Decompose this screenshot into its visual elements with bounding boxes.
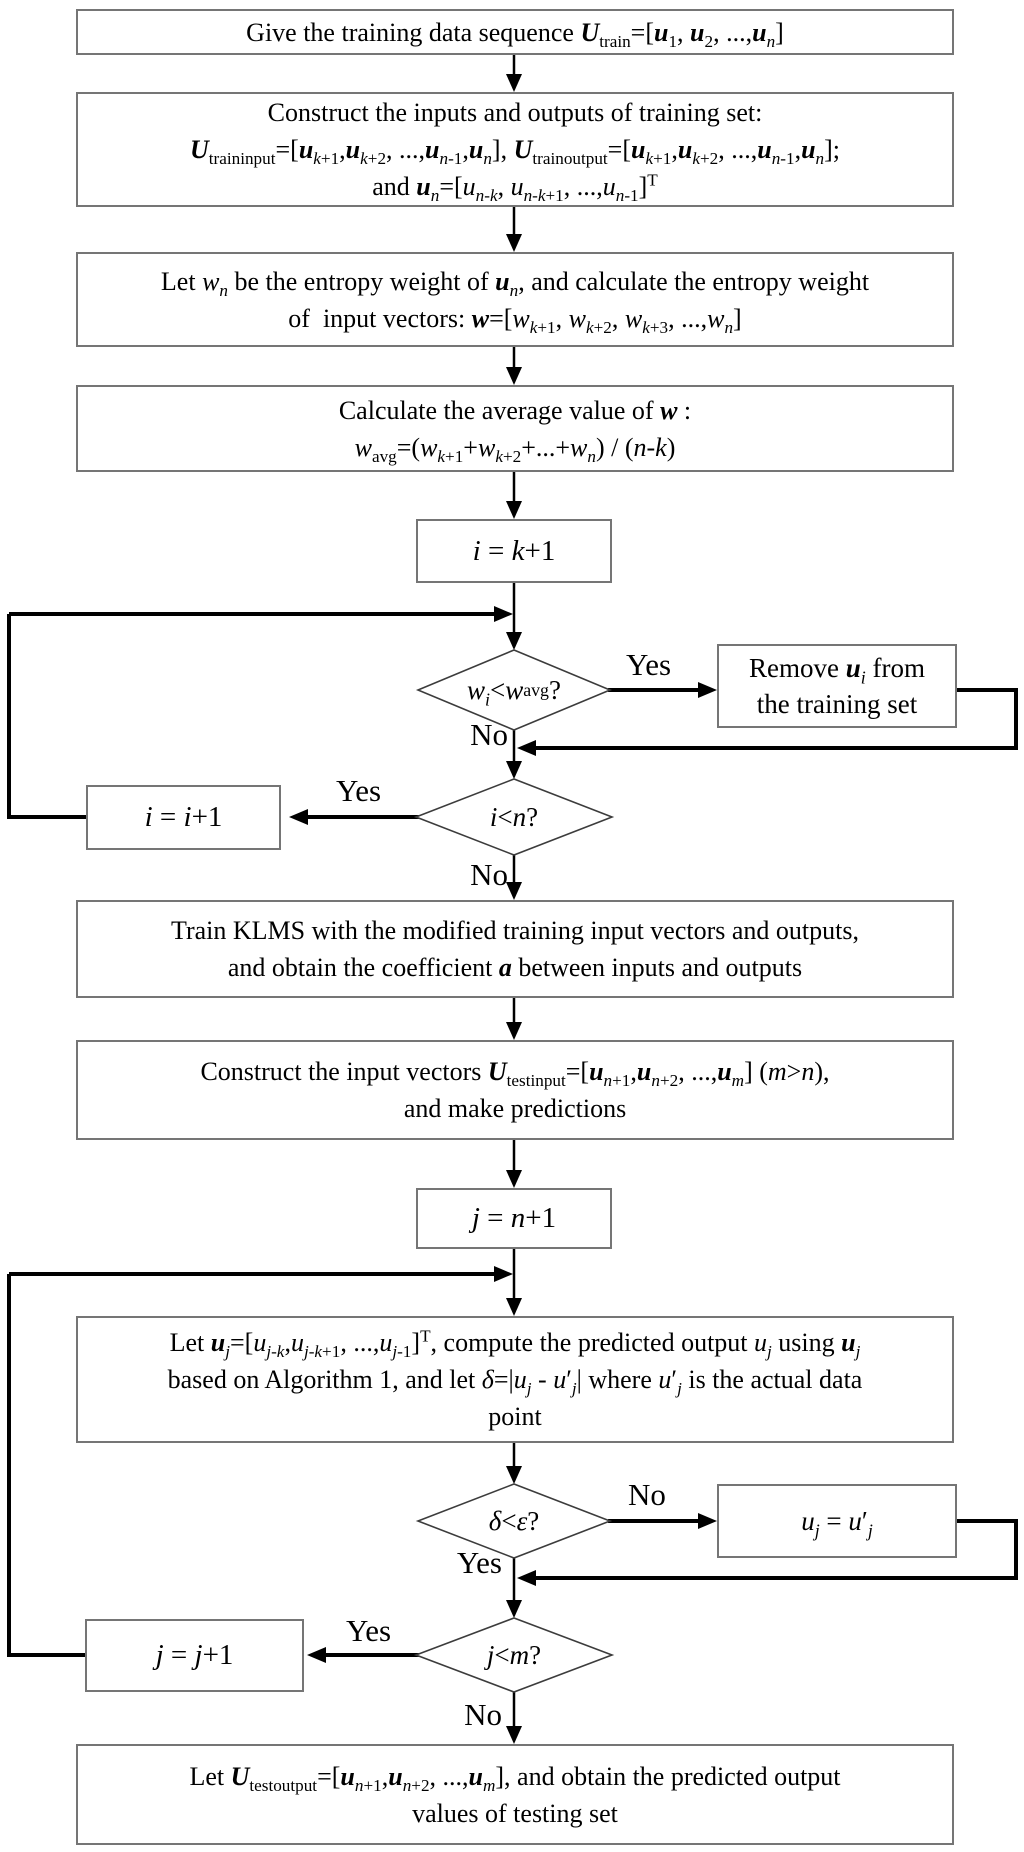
decision-i-diamond [413,778,615,856]
text-line: and make predictions [403,1094,627,1123]
text-line: based on Algorithm 1, and let δ=|uj - u′… [167,1365,863,1399]
decision-weight-diamond [415,649,613,731]
edge-label-no-delta: No [628,1477,666,1512]
decision-j-label: j < m ? [486,1639,542,1670]
text-line: Utraininput=[uk+1,uk+2, ...,un-1,un], Ut… [189,135,840,169]
process-increment-j: j = j+1 [85,1619,304,1692]
process-init-i: i = k+1 [416,519,612,583]
process-test-output: Let Utestoutput=[un+1,un+2, ...,um], and… [76,1744,954,1845]
text-line: the training set [756,689,918,719]
decision-delta-diamond [415,1483,613,1559]
text-line: point [488,1402,542,1431]
down-arrowheads [506,74,522,1744]
text-line: uj = u′j [801,1505,873,1540]
process-train-klms: Train KLMS with the modified training in… [76,900,954,998]
edge-label-no-weight: No [470,717,508,752]
process-predict-output: Let uj=[uj-k,uj-k+1, ...,uj-1]T, compute… [76,1316,954,1443]
edge-label-yes-increment-i: Yes [336,773,382,808]
text-line: values of testing set [412,1798,618,1828]
decision-j-diamond [413,1617,615,1693]
edge-label-no-i: No [470,857,508,892]
text-line: i = i+1 [144,801,223,833]
process-average-weight: Calculate the average value of w : wavg=… [76,385,954,472]
text-line: of input vectors: w=[wk+1, wk+2, wk+3, .… [288,303,742,337]
edge-label-no-j: No [464,1697,502,1732]
text-line: Let uj=[uj-k,uj-k+1, ...,uj-1]T, compute… [169,1326,861,1362]
text-line: and obtain the coefficient a between inp… [227,953,803,982]
process-init-j: j = n+1 [416,1188,612,1249]
process-construct-training-set: Construct the inputs and outputs of trai… [76,92,954,207]
edge-label-yes-increment-j: Yes [346,1613,392,1648]
process-increment-i: i = i+1 [86,785,281,850]
edge-label-yes-delta: Yes [456,1545,502,1580]
process-remove-ui: Remove ui from the training set [717,644,957,728]
loop-lines [7,612,1018,1657]
text-line: Construct the input vectors Utestinput=[… [200,1057,830,1091]
text-line: j = n+1 [471,1202,557,1234]
text-line: Construct the inputs and outputs of trai… [267,98,763,127]
text-line: Let Utestoutput=[un+1,un+2, ...,um], and… [189,1761,841,1795]
process-set-actual: uj = u′j [717,1484,957,1558]
text-line: j = j+1 [155,1639,234,1671]
decision-delta-label: δ < ε ? [488,1505,540,1536]
edge-label-yes-remove: Yes [626,647,672,682]
text-line: Let wn be the entropy weight of un, and … [160,266,870,300]
text-line: Give the training data sequence Utrain=[… [246,17,784,51]
process-construct-test-set: Construct the input vectors Utestinput=[… [76,1040,954,1140]
text-line: Remove ui from [749,653,925,688]
process-training-sequence: Give the training data sequence Utrain=[… [76,9,954,55]
decision-i-label: i < n? [489,801,539,832]
decision-diamonds [413,649,615,1693]
text-line: wavg=(wk+1+wk+2+...+wn) / (n-k) [354,432,676,466]
text-line: Calculate the average value of w : [338,395,692,425]
text-line: and un=[un-k, un-k+1, ...,un-1]T [372,170,658,206]
process-entropy-weight: Let wn be the entropy weight of un, and … [76,252,954,347]
side-arrowheads [289,606,717,1663]
text-line: Train KLMS with the modified training in… [171,916,859,945]
text-line: i = k+1 [472,534,556,567]
